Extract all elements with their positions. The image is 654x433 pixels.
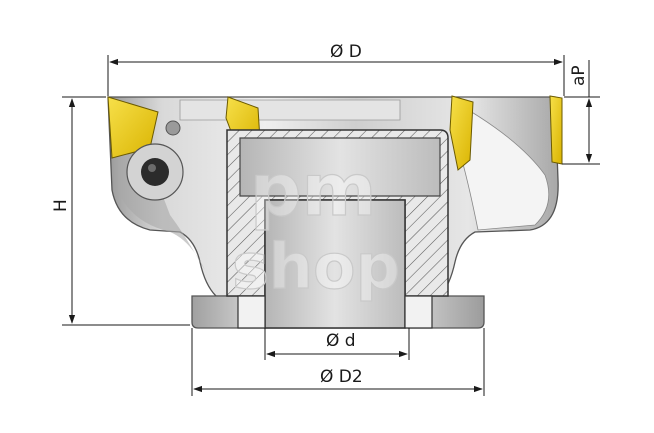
- insert-right: [449, 95, 474, 171]
- relief-groove-right: [404, 295, 433, 329]
- section-view: [226, 129, 449, 329]
- screw-head-icon: [141, 158, 169, 186]
- top-face: [179, 99, 401, 121]
- label-outer-diameter: Ø D: [330, 42, 362, 62]
- label-bore-diameter: Ø d: [326, 331, 356, 351]
- label-base-diameter: Ø D2: [320, 367, 363, 387]
- small-screw-icon: [165, 120, 181, 136]
- insert-far-right: [549, 95, 563, 165]
- screw-socket-icon: [148, 164, 156, 172]
- right-flute: [459, 104, 550, 231]
- dimensions: [62, 55, 600, 396]
- inserts: [107, 95, 563, 201]
- bore: [264, 199, 406, 329]
- watermark-line2: shop: [232, 230, 400, 303]
- watermark: pm shop: [231, 147, 400, 303]
- label-depth-of-cut: aP: [569, 65, 589, 86]
- top-recess: [239, 137, 441, 197]
- label-height: H: [51, 199, 71, 212]
- watermark-line1: pm: [250, 148, 377, 232]
